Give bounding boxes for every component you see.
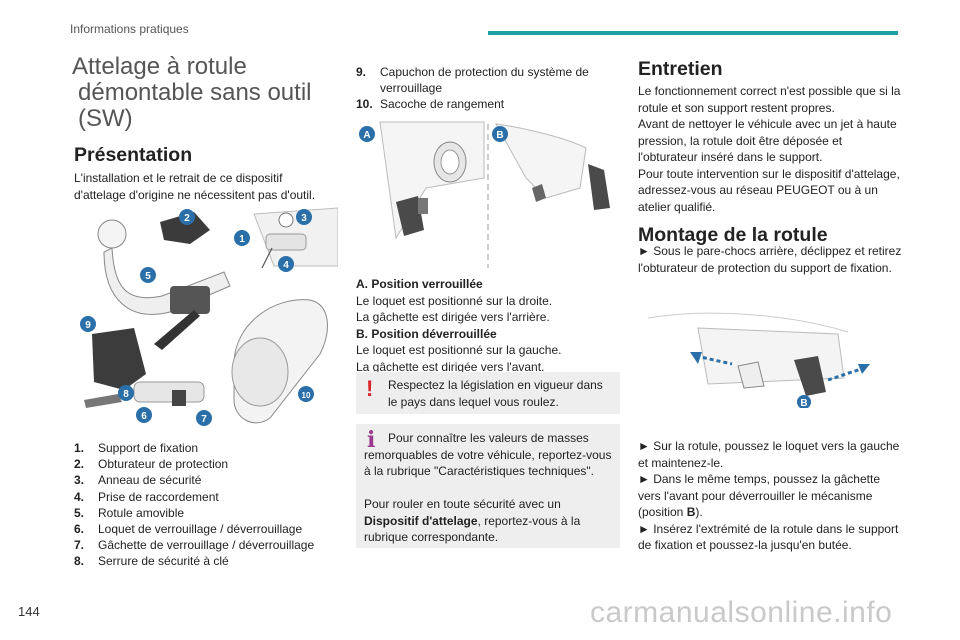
- callout-8: [118, 385, 134, 401]
- figure-badge-b: [797, 395, 811, 408]
- callout-4: [278, 256, 294, 272]
- title-line-1: Attelage à rotule: [72, 53, 247, 80]
- entretien-paragraph-1: Le fonctionnement correct n'est possible…: [638, 84, 901, 115]
- info-text-1: Pour connaître les valeurs de masses rem…: [364, 431, 612, 478]
- montage-steps: ► Sur la rotule, poussez le loquet vers …: [638, 438, 904, 554]
- callout-9: [80, 316, 96, 332]
- position-a-line-2: La gâchette est dirigée vers l'arrière.: [356, 310, 550, 324]
- list-item: 8.Serrure de sécurité à clé: [74, 554, 229, 569]
- entretien-text: Le fonctionnement correct n'est possible…: [638, 83, 904, 215]
- unlock-figure: B: [648, 308, 878, 408]
- callout-2: [179, 209, 195, 225]
- parts-list-continued: 9.Capuchon de protection du système de v…: [356, 64, 618, 113]
- list-item: 5.Rotule amovible: [74, 505, 185, 520]
- list-item: 10.Sacoche de rangement: [356, 97, 505, 112]
- warning-note: ! Respectez la législation en vigueur da…: [356, 372, 620, 414]
- montage-heading: Montage de la rotule: [638, 224, 828, 246]
- hitch-components-figure: 1 2 3 4 5 6 7 8 9 10: [74, 204, 338, 432]
- montage-step-4: ► Insérez l'extrémité de la rotule dans …: [638, 521, 899, 553]
- page-number: 144: [18, 604, 40, 619]
- info-icon: i: [367, 427, 376, 453]
- svg-text:5: 5: [145, 271, 151, 282]
- parts-list: 1.Support de fixation 2.Obturateur de pr…: [74, 440, 344, 570]
- lock-positions-figure: A B: [356, 118, 618, 270]
- presentation-text: L'installation et le retrait de ce dispo…: [74, 171, 316, 202]
- header-accent-bar: [488, 31, 898, 35]
- warning-icon: !: [366, 376, 374, 401]
- svg-text:8: 8: [123, 389, 129, 400]
- list-item: 6.Loquet de verrouillage / déverrouillag…: [74, 522, 303, 537]
- warning-text: Respectez la législation en vigueur dans…: [388, 378, 603, 409]
- position-a-title: A. Position verrouillée: [356, 277, 483, 291]
- svg-text:1: 1: [239, 234, 245, 245]
- entretien-paragraph-3: Pour toute intervention sur le dispositi…: [638, 166, 900, 214]
- montage-step-1: ► Sous le pare-chocs arrière, déclippez …: [638, 244, 902, 275]
- montage-step-2: ► Sur la rotule, poussez le loquet vers …: [638, 439, 900, 470]
- info-note: i Pour connaître les valeurs de masses r…: [356, 424, 620, 548]
- svg-text:6: 6: [141, 411, 147, 422]
- list-item: 1.Support de fixation: [74, 441, 199, 455]
- svg-text:9: 9: [85, 320, 91, 331]
- position-b-title: B. Position déverrouillée: [356, 326, 497, 341]
- svg-text:3: 3: [301, 213, 307, 224]
- entretien-paragraph-2: Avant de nettoyer le véhicule avec un je…: [638, 117, 897, 164]
- list-item: 4.Prise de raccordement: [74, 489, 219, 504]
- page-title: Attelage à rotule démontable sans outil …: [72, 54, 342, 132]
- callout-7: [196, 410, 212, 426]
- position-b-line-1: Le loquet est positionné sur la gauche.: [356, 343, 562, 357]
- svg-text:B: B: [496, 130, 503, 141]
- section-header: Informations pratiques: [70, 22, 189, 36]
- list-item: 7.Gâchette de verrouillage / déverrouill…: [74, 538, 315, 553]
- svg-text:A: A: [363, 130, 370, 141]
- svg-text:7: 7: [201, 414, 207, 425]
- info-text-2: Pour rouler en toute sécurité avec un Di…: [364, 497, 581, 544]
- badge-b: [492, 126, 508, 142]
- list-item: 9.Capuchon de protection du système de v…: [356, 65, 589, 96]
- entretien-heading: Entretien: [638, 58, 723, 80]
- badge-a: [359, 126, 375, 142]
- position-b-line-2: La gâchette est dirigée vers l'avant.: [356, 359, 545, 374]
- callout-5: [140, 267, 156, 283]
- title-line-2: démontable sans outil: [78, 79, 312, 106]
- positions-description: A. Position verrouillée Le loquet est po…: [356, 276, 618, 375]
- montage-step-3: ► Dans le même temps, poussez la gâchett…: [638, 472, 880, 519]
- presentation-heading: Présentation: [74, 144, 193, 166]
- svg-text:2: 2: [184, 213, 190, 224]
- list-item: 3.Anneau de sécurité: [74, 473, 202, 488]
- title-line-3: (SW): [78, 105, 133, 132]
- list-item: 2.Obturateur de protection: [74, 457, 229, 472]
- svg-text:4: 4: [283, 260, 289, 271]
- svg-text:10: 10: [302, 391, 311, 400]
- callout-1: [234, 230, 250, 246]
- watermark: carmanualsonline.info: [590, 596, 893, 629]
- svg-text:B: B: [800, 398, 807, 408]
- callout-3: [296, 209, 312, 225]
- callout-10: [298, 386, 314, 402]
- position-a-line-1: Le loquet est positionné sur la droite.: [356, 293, 553, 308]
- callout-6: [136, 407, 152, 423]
